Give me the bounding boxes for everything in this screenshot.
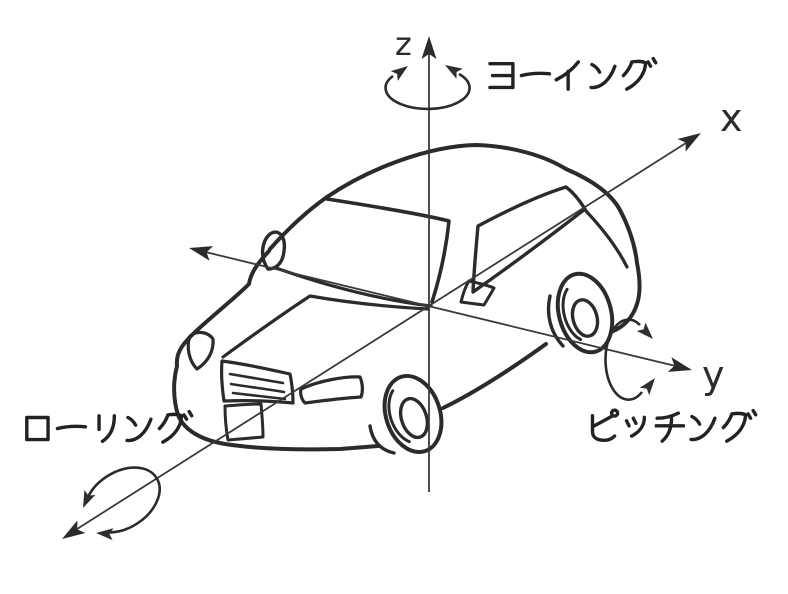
x-axis-arrowhead-negative <box>57 520 86 546</box>
pitch-arrowhead-top <box>636 322 658 344</box>
y-axis-label: y <box>702 353 725 397</box>
pitch-arrowhead-bottom <box>639 374 660 396</box>
car-left-headlight <box>186 330 215 371</box>
car-rear-wheel-rim <box>570 298 600 338</box>
car-a-pillar <box>268 195 329 251</box>
x-axis-line <box>65 135 698 537</box>
kana-i <box>554 60 581 91</box>
pitch-arc <box>604 318 644 401</box>
car-front-wheel-arch <box>368 424 396 455</box>
y-axis-arrowhead-positive <box>667 357 694 378</box>
car-rear-wheel-arch <box>546 294 565 348</box>
car-front-outline <box>172 249 380 452</box>
x-axis-arrowhead-positive <box>677 126 706 152</box>
kana-small-tsu <box>624 415 647 438</box>
yawing-label-glyphs <box>488 56 658 91</box>
kana-n <box>689 414 717 442</box>
yaw-arrowhead-right <box>441 59 463 79</box>
kana-pi-handakuten <box>609 408 620 418</box>
car-trunk-line <box>584 209 629 269</box>
x-axis-label: x <box>720 96 743 140</box>
y-axis-arrowhead-negative <box>187 240 214 261</box>
car-front-tire-sidewall <box>387 389 411 444</box>
car-side-mirror <box>260 230 287 271</box>
kana-gu <box>157 409 194 444</box>
car-rear-tire-sidewall <box>561 287 583 342</box>
yaw-arrowhead-left <box>390 61 412 81</box>
car-front-tire <box>382 373 444 455</box>
car-grille <box>220 359 295 405</box>
car-hood-line <box>221 294 430 359</box>
yaw-rotation-arrow <box>384 59 471 111</box>
car-rocker-line <box>441 342 548 410</box>
car-front-wheel-rim <box>398 396 430 440</box>
z-axis-label: z <box>395 25 412 63</box>
car-rear-tire <box>555 271 615 355</box>
roll-rotation-arrow <box>77 466 161 541</box>
car-grille-slats <box>228 372 287 401</box>
roll-arrowhead-upper <box>77 490 96 511</box>
car-windshield-edge <box>325 197 451 304</box>
kana-n <box>125 415 153 443</box>
roll-arc <box>87 466 161 534</box>
kana-pi <box>590 413 617 443</box>
kana-chouon <box>519 71 552 78</box>
z-axis: z <box>395 25 437 492</box>
car-sketch <box>172 143 642 455</box>
yaw-arc <box>384 72 471 111</box>
kana-ro <box>25 415 50 442</box>
kana-yo <box>488 61 515 90</box>
kana-chouon <box>55 424 88 431</box>
x-axis: x <box>57 96 743 546</box>
pitch-rotation-arrow <box>604 318 660 401</box>
car-roof-rear-outline <box>325 143 642 334</box>
car-right-headlight <box>299 375 364 405</box>
kana-chi <box>654 411 686 443</box>
rolling-label-glyphs <box>25 409 194 444</box>
kana-gu <box>621 56 658 91</box>
car-license-plate <box>223 402 265 442</box>
kana-n <box>589 62 617 90</box>
pitching-label-glyphs <box>590 408 758 443</box>
y-axis: y <box>187 240 725 397</box>
car-quarter-window <box>459 279 496 307</box>
kana-ri <box>97 414 117 444</box>
car-rear-door-window <box>471 185 587 294</box>
kana-gu <box>721 408 758 443</box>
